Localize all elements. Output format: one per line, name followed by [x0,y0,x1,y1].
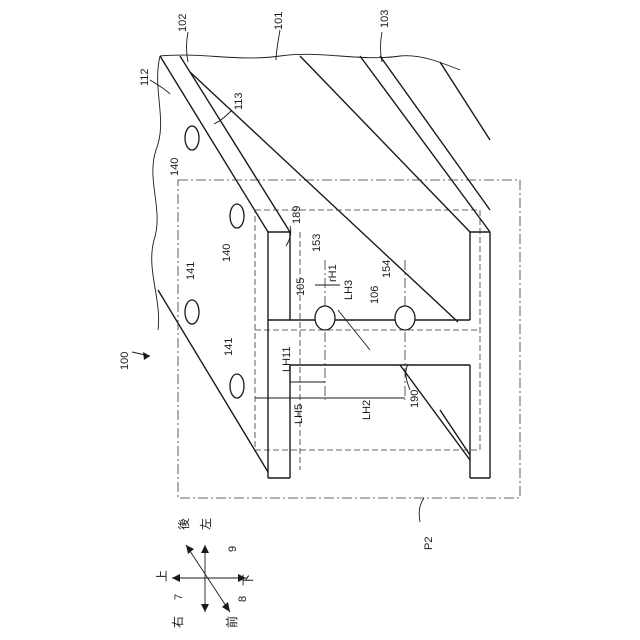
ref-105: 105 [295,278,307,296]
arrow-left [201,545,209,553]
leader-p2 [419,498,424,522]
compass-front: 前 [224,616,239,628]
ref-103: 103 [379,10,391,28]
arrow-100 [143,352,150,360]
ref-106: 106 [369,286,381,304]
arrow-up [172,574,180,582]
torn-edge-left [152,56,161,330]
axis-front-back [186,545,230,612]
flange-line-1 [160,56,268,232]
leader-112 [150,80,170,94]
dim-label-lh5: LH5 [293,404,305,424]
ref-141-lower: 141 [223,338,235,356]
ref-101: 101 [273,12,285,30]
hole-141-upper [185,300,199,324]
compass-down: 下 [241,574,255,586]
hole-106 [395,306,415,330]
arrow-front [222,602,230,612]
ref-102: 102 [177,14,189,32]
compass-num-7: 7 [173,594,185,600]
torn-edge-top [160,54,460,70]
ref-113: 113 [233,92,245,110]
hole-140-lower [230,204,244,228]
hole-105 [315,306,335,330]
ref-112: 112 [139,68,151,86]
ref-189: 189 [291,206,303,224]
compass-num-8: 8 [237,596,249,602]
ref-140-upper: 140 [169,158,181,176]
ref-190: 190 [409,390,421,408]
compass-up: 上 [155,570,169,582]
ref-154: 154 [381,260,393,278]
compass-right: 右 [170,616,185,628]
ref-153: 153 [311,234,323,252]
direction-compass: 後 左 上 下 右 前 7 8 9 [155,518,255,628]
web-top-line-3 [380,56,490,210]
leader-101 [276,30,280,60]
dim-label-lh2: LH2 [361,400,373,420]
flange-lower-edge [158,290,268,472]
lower-diag-1 [400,365,470,460]
ref-p2: P2 [423,537,435,550]
leader-102 [187,32,189,62]
dim-label-lh3: LH3 [343,280,355,300]
ref-141-upper: 141 [185,262,197,280]
lower-diag-2 [440,410,470,455]
web-top-line-4 [440,62,490,140]
ref-140-lower: 140 [221,244,233,262]
dim-label-lh11: LH11 [281,347,293,372]
web-top-line-1 [300,56,470,232]
compass-left: 左 [198,518,213,530]
arrow-back [186,545,194,554]
web-top-line-2 [360,56,490,232]
compass-num-9: 9 [227,546,239,552]
hole-141-lower [230,374,244,398]
leader-113 [214,110,232,124]
arrow-right [201,604,209,612]
dim-label-rh1: rH1 [327,264,339,282]
ref-100: 100 [119,352,131,370]
compass-back: 後 [177,518,191,530]
hole-140-upper [185,126,199,150]
